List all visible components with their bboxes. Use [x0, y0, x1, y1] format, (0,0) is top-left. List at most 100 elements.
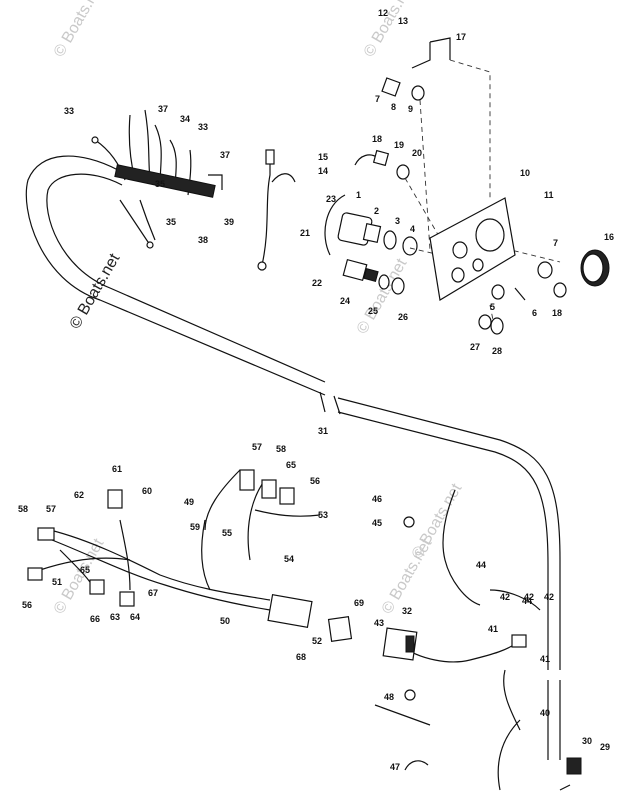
indicator-light	[354, 149, 410, 180]
callout-28: 28	[492, 346, 502, 356]
callout-labels: 12 13 17 7 8 9 33 37 34 33 37 15 14 18 1…	[18, 8, 614, 772]
callout-44b: 44	[522, 596, 532, 606]
callout-41a: 41	[488, 624, 498, 634]
gauge	[537, 249, 610, 298]
callout-50: 50	[220, 616, 230, 626]
callout-35a: 35	[155, 179, 165, 189]
callout-65a: 65	[286, 460, 296, 470]
callout-60: 60	[142, 486, 152, 496]
watermark-7: © Boats.net	[409, 480, 466, 562]
callout-62: 62	[74, 490, 84, 500]
bracket	[411, 37, 451, 69]
callout-31: 31	[318, 426, 328, 436]
callout-6: 6	[532, 308, 537, 318]
callout-42b: 42	[524, 592, 534, 602]
callout-57b: 57	[46, 504, 56, 514]
callout-17: 17	[456, 32, 466, 42]
callout-64: 64	[130, 612, 140, 622]
callout-5: 5	[490, 302, 495, 312]
callout-38: 38	[198, 235, 208, 245]
callout-27: 27	[470, 342, 480, 352]
upper-harness-bundle	[91, 109, 223, 249]
callout-52: 52	[312, 636, 322, 646]
gauge-light-top	[381, 77, 425, 101]
callout-10: 10	[520, 168, 530, 178]
callout-29: 29	[600, 742, 610, 752]
callout-37b: 37	[220, 150, 230, 160]
callout-23: 23	[326, 194, 336, 204]
callout-40: 40	[540, 708, 550, 718]
callout-55: 55	[222, 528, 232, 538]
callout-20: 20	[412, 148, 422, 158]
callout-56b: 56	[22, 600, 32, 610]
callout-18a: 18	[372, 134, 382, 144]
ignition-switch	[324, 194, 418, 256]
callout-33b: 33	[198, 122, 208, 132]
callout-46: 46	[372, 494, 382, 504]
instrument-panel	[429, 197, 516, 301]
callout-69: 69	[354, 598, 364, 608]
callout-56a: 56	[310, 476, 320, 486]
callout-16: 16	[604, 232, 614, 242]
callout-42c: 42	[544, 592, 554, 602]
lower-right-harness	[374, 489, 582, 791]
callout-8: 8	[391, 102, 396, 112]
ground-wire	[257, 149, 296, 271]
watermark-2: © Boats.net	[361, 0, 418, 60]
callout-4: 4	[410, 224, 415, 234]
callout-18b: 18	[552, 308, 562, 318]
callout-9: 9	[408, 104, 413, 114]
callout-47: 47	[390, 762, 400, 772]
callout-59: 59	[190, 522, 200, 532]
callout-22: 22	[312, 278, 322, 288]
callout-51: 51	[52, 577, 62, 587]
callout-11: 11	[544, 190, 554, 200]
callout-53: 53	[318, 510, 328, 520]
callout-58a: 58	[276, 444, 286, 454]
callout-13: 13	[398, 16, 408, 26]
callout-33a: 33	[64, 106, 74, 116]
callout-1: 1	[356, 190, 361, 200]
callout-41b: 41	[540, 654, 550, 664]
callout-25: 25	[368, 306, 378, 316]
callout-39: 39	[224, 217, 234, 227]
callout-42a: 42	[500, 592, 510, 602]
callout-14: 14	[318, 166, 328, 176]
callout-2: 2	[374, 206, 379, 216]
callout-57a: 57	[252, 442, 262, 452]
leader-lines	[404, 59, 561, 331]
callout-68: 68	[296, 652, 306, 662]
gasket	[327, 616, 353, 642]
lower-harness	[27, 469, 321, 628]
callout-35b: 35	[166, 217, 176, 227]
callout-30: 30	[582, 736, 592, 746]
callout-67: 67	[148, 588, 158, 598]
watermark-3: © Boats.net	[67, 250, 124, 332]
callout-54: 54	[284, 554, 294, 564]
callout-12: 12	[378, 8, 388, 18]
callout-58b: 58	[18, 504, 28, 514]
callout-63: 63	[110, 612, 120, 622]
callout-26: 26	[398, 312, 408, 322]
watermark-1: © Boats.net	[51, 0, 108, 60]
toggle-switch	[342, 258, 405, 295]
callout-34: 34	[180, 114, 190, 124]
callout-44a: 44	[476, 560, 486, 570]
callout-65b: 65	[80, 565, 90, 575]
callout-32: 32	[402, 606, 412, 616]
callout-45: 45	[372, 518, 382, 528]
callout-66: 66	[90, 614, 100, 624]
callout-3: 3	[395, 216, 400, 226]
callout-15: 15	[318, 152, 328, 162]
callout-19: 19	[394, 140, 404, 150]
callout-37a: 37	[158, 104, 168, 114]
callout-49: 49	[184, 497, 194, 507]
callout-48: 48	[384, 692, 394, 702]
callout-21: 21	[300, 228, 310, 238]
callout-24: 24	[340, 296, 350, 306]
callout-43: 43	[374, 618, 384, 628]
panel-fasteners	[478, 284, 526, 335]
callout-61: 61	[112, 464, 122, 474]
